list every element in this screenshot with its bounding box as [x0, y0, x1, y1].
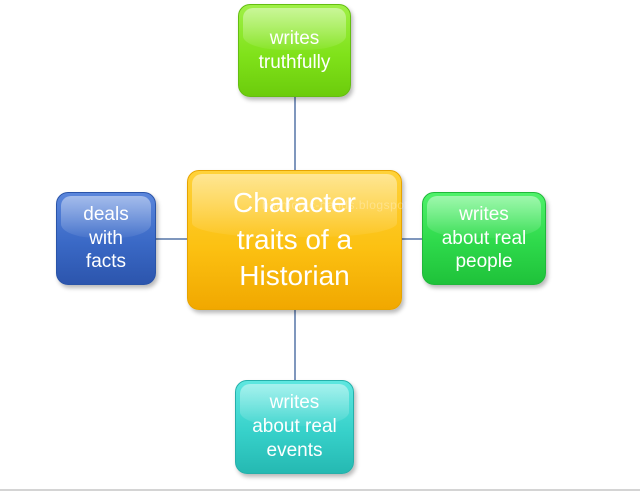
center-node: Character traits of a Historian — [187, 170, 402, 310]
node-label: writes about real events — [252, 392, 337, 461]
center-node-label: Character traits of a Historian — [233, 186, 356, 292]
bottom-divider — [0, 489, 640, 491]
node-label: writes about real people — [441, 203, 527, 273]
watermark-text: harmonic-hands.blogspot.com — [262, 198, 437, 212]
node-label: deals with facts — [83, 203, 129, 273]
node-deals-with-facts: deals with facts — [56, 192, 156, 285]
node-label: writes truthfully — [258, 27, 331, 73]
node-writes-truthfully: writes truthfully — [238, 4, 351, 97]
node-writes-about-real-events: writes about real events — [235, 380, 354, 474]
node-writes-about-real-people: writes about real people — [422, 192, 546, 285]
